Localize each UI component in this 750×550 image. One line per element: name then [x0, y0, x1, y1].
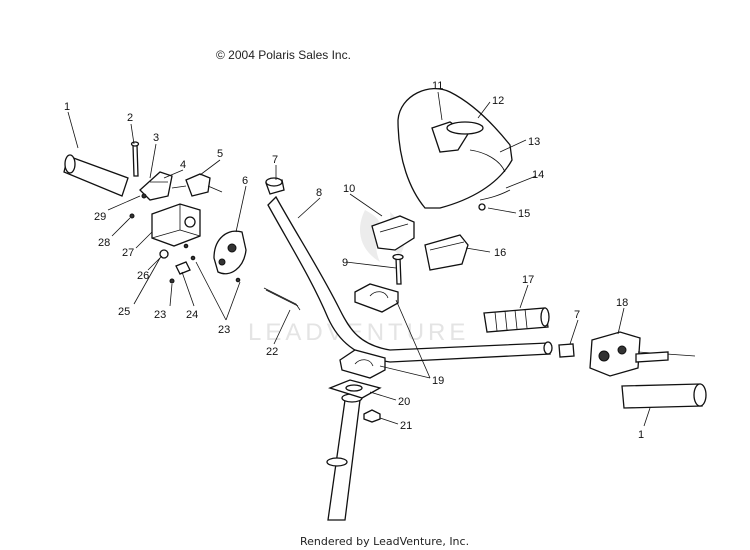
lever-bracket	[139, 171, 173, 201]
callout-3: 3	[153, 132, 159, 144]
callout-5: 5	[217, 148, 223, 160]
watermark: LEADVENTURE	[248, 210, 465, 346]
upper-clamp	[354, 283, 399, 313]
callout-2: 2	[127, 112, 133, 124]
screw-2	[130, 141, 140, 177]
callout-27: 27	[122, 247, 134, 259]
pod-cover	[371, 215, 415, 251]
handlebar	[267, 195, 553, 363]
bar-plug-right	[558, 343, 575, 358]
callout-20: 20	[398, 396, 410, 408]
callout-22: 22	[266, 346, 278, 358]
left-grip	[63, 154, 129, 197]
callout-23-right: 23	[218, 324, 230, 336]
callout-26: 26	[137, 270, 149, 282]
callout-8: 8	[316, 187, 322, 199]
callout-21: 21	[400, 420, 412, 432]
callout-4: 4	[180, 159, 186, 171]
callout-25: 25	[118, 306, 130, 318]
footer-text: Rendered by LeadVenture, Inc.	[300, 535, 469, 548]
steering-post	[326, 393, 363, 521]
callout-7-right: 7	[574, 309, 580, 321]
copyright-text: © 2004 Polaris Sales Inc.	[216, 48, 351, 62]
handlebar-pod	[397, 87, 513, 209]
small-parts	[129, 193, 241, 284]
right-grip	[621, 383, 707, 409]
callout-15: 15	[518, 208, 530, 220]
callout-29: 29	[94, 211, 106, 223]
callout-24: 24	[186, 309, 198, 321]
throttle-grip	[483, 307, 550, 333]
leader-lines	[67, 91, 651, 427]
callout-19: 19	[432, 375, 444, 387]
switch-cover	[213, 230, 247, 275]
connector	[171, 173, 223, 197]
lower-cover	[424, 234, 469, 271]
throttle-cable	[263, 287, 301, 311]
callout-12: 12	[492, 95, 504, 107]
callout-11: 11	[432, 80, 443, 92]
callout-13: 13	[528, 136, 540, 148]
callout-23-left: 23	[154, 309, 166, 321]
callout-17: 17	[522, 274, 534, 286]
callout-7-left: 7	[272, 154, 278, 166]
callout-16: 16	[494, 247, 506, 259]
callout-14: 14	[532, 169, 544, 181]
callout-1-right: 1	[638, 429, 644, 441]
pod-wire	[478, 189, 511, 211]
callout-6: 6	[242, 175, 248, 187]
bar-plug-left	[265, 177, 285, 195]
lower-clamp	[339, 349, 386, 379]
callout-10: 10	[343, 183, 355, 195]
clamp-bolt	[392, 253, 404, 285]
callout-18: 18	[616, 297, 628, 309]
nut	[363, 409, 381, 423]
switch-housing	[151, 203, 201, 247]
callout-labels: 1 2 3 4 5 6 7 8 9 10 11 12 13 14 15 16 1…	[64, 80, 644, 441]
callout-9: 9	[342, 257, 348, 269]
throttle-housing	[589, 331, 696, 377]
post-plate	[328, 379, 382, 399]
callout-1-left: 1	[64, 101, 70, 113]
callout-28: 28	[98, 237, 110, 249]
